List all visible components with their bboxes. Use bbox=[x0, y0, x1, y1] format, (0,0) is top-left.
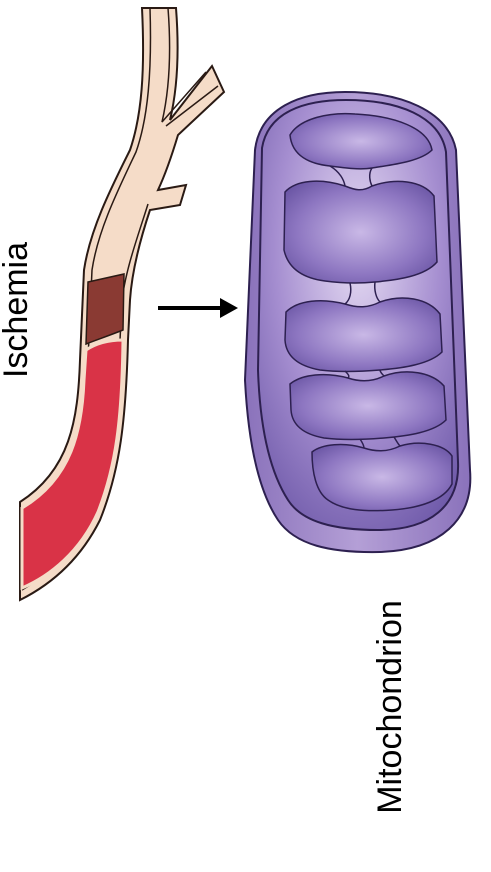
ischemia-label: Ischemia bbox=[0, 180, 36, 440]
blood bbox=[22, 340, 123, 588]
mitochondrion-label: Mitochondrion bbox=[370, 542, 410, 872]
crista-4 bbox=[290, 372, 446, 440]
crista-2 bbox=[284, 181, 437, 283]
mitochondrion bbox=[245, 92, 470, 552]
blood-vessel bbox=[20, 8, 224, 600]
arrow bbox=[158, 298, 238, 318]
crista-3 bbox=[285, 298, 442, 372]
crista-5 bbox=[312, 443, 452, 510]
